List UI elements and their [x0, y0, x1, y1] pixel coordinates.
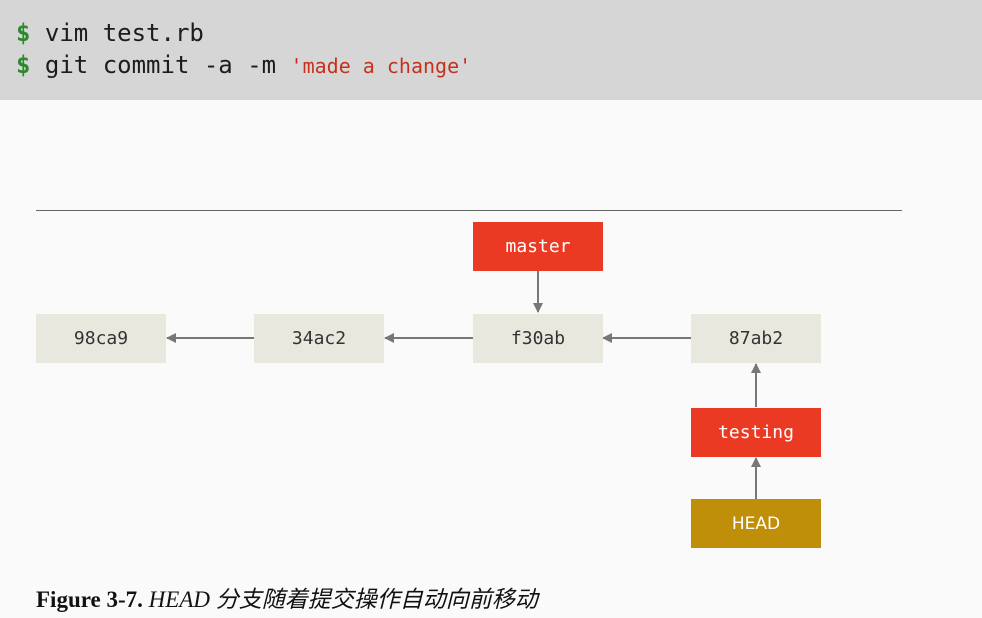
figure-description: HEAD 分支随着提交操作自动向前移动: [148, 587, 538, 612]
branch-master: master: [473, 222, 603, 271]
code-line-1: $ vim test.rb: [16, 19, 204, 47]
commit-87ab2: 87ab2: [691, 314, 821, 363]
commit-f30ab: f30ab: [473, 314, 603, 363]
commit-98ca9: 98ca9: [36, 314, 166, 363]
code-line-2: $ git commit -a -m 'made a change': [16, 51, 471, 79]
figure-label: Figure 3-7.: [36, 587, 143, 612]
commit-message-string: 'made a change': [290, 54, 472, 78]
code-block: $ vim test.rb $ git commit -a -m 'made a…: [0, 0, 982, 100]
command-git-commit: git commit -a -m: [44, 51, 277, 79]
figure-caption: Figure 3-7. HEAD 分支随着提交操作自动向前移动: [36, 580, 538, 614]
prompt-symbol: $: [16, 51, 31, 79]
divider-line: [36, 210, 902, 211]
branch-testing: testing: [691, 408, 821, 457]
prompt-symbol: $: [16, 19, 31, 47]
commit-34ac2: 34ac2: [254, 314, 384, 363]
head-pointer: HEAD: [691, 499, 821, 548]
command-vim: vim test.rb: [44, 19, 204, 47]
